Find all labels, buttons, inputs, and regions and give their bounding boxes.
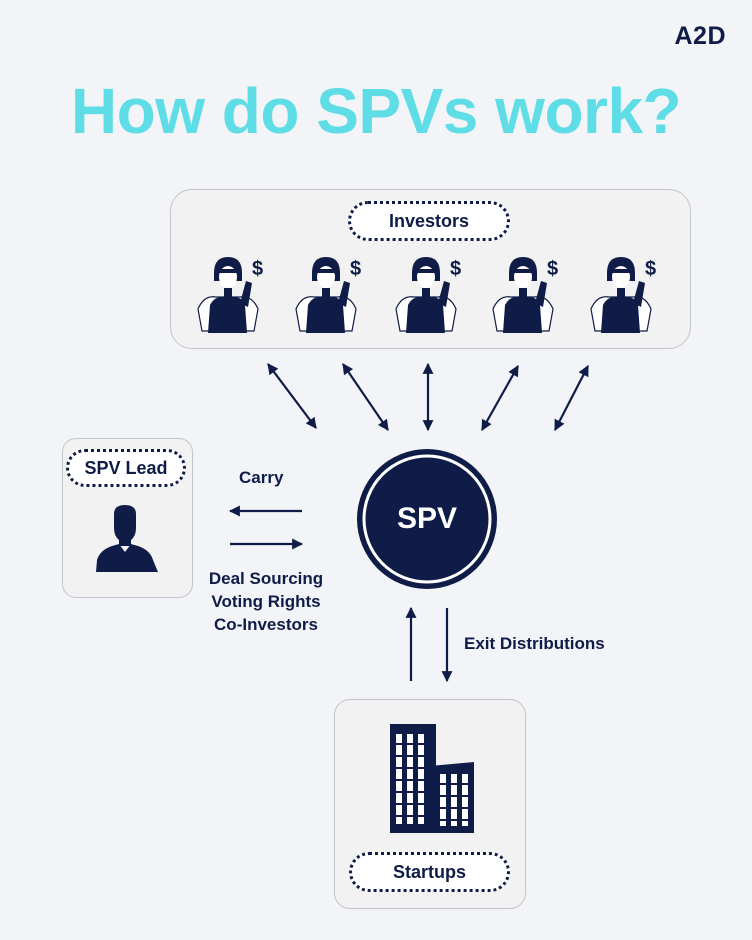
investor-icon: [395, 256, 462, 334]
investor-spv-arrow: [481, 365, 519, 431]
contribution-item: Deal Sourcing: [208, 569, 324, 588]
brand-logo: A2D: [674, 22, 726, 50]
contribution-item: Co-Investors: [214, 615, 318, 634]
investor-icon: [492, 256, 559, 334]
exit-distributions-label: Exit Distributions: [464, 634, 605, 653]
lead-contributions: Deal Sourcing Voting Rights Co-Investors: [196, 567, 336, 636]
startups-label: Startups: [349, 852, 510, 892]
contribution-item: Voting Rights: [211, 592, 321, 611]
page-title: How do SPVs work?: [70, 75, 682, 147]
spv-node: [357, 449, 497, 589]
investor-spv-arrow: [554, 365, 589, 431]
investor-spv-arrow: [267, 363, 317, 429]
investors-label: Investors: [348, 201, 510, 241]
spv-lead-label: SPV Lead: [66, 449, 186, 487]
carry-label: Carry: [239, 468, 284, 487]
office-buildings-icon: [390, 724, 474, 833]
spv-label: SPV: [396, 502, 458, 535]
investor-icon: [590, 256, 657, 334]
investor-icon: [295, 256, 362, 334]
person-silhouette-icon: [96, 505, 158, 572]
investor-icon: [197, 256, 264, 334]
investor-spv-arrow: [342, 363, 389, 431]
